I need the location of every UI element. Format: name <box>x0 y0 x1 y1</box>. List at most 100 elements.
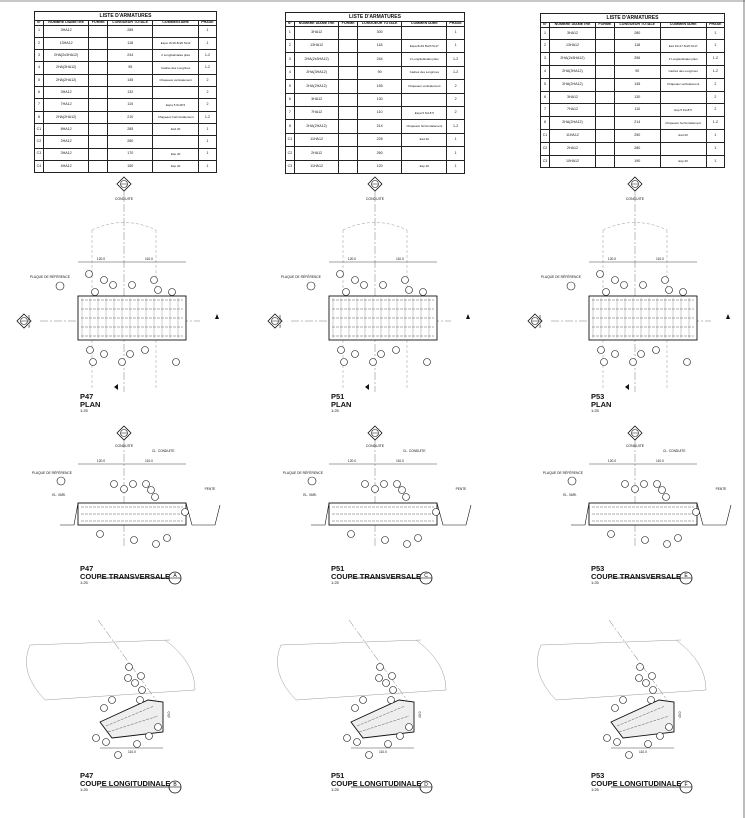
rebar-marker <box>405 723 413 731</box>
pente-label: PENTE <box>716 487 727 491</box>
dim-left: 120.0 <box>608 459 616 463</box>
ground-line <box>60 502 221 526</box>
section-id: P53 <box>591 771 605 780</box>
conduite-label: CONDUITE <box>626 197 645 201</box>
cell-phase: 1-2 <box>446 65 465 81</box>
rebar-marker <box>381 536 389 544</box>
cell-nombre: 8HA12 <box>42 122 90 137</box>
coupe-l-title-p53: P53 COUPE LONGITUDINALE 1:25 <box>591 772 681 792</box>
section-id: P51 <box>331 564 345 573</box>
rebar-marker <box>100 704 108 712</box>
dim-side: 40.0 <box>418 711 422 718</box>
axis-oblique <box>348 619 408 701</box>
cell-longueur: 170 <box>107 147 154 161</box>
pente-label: PENTE <box>205 487 216 491</box>
rebar-marker <box>124 674 132 682</box>
rebar-marker <box>181 508 189 516</box>
rebar <box>105 705 155 727</box>
rebar-marker <box>150 276 158 284</box>
rebar-marker <box>658 486 666 494</box>
rebar-marker <box>380 480 388 488</box>
rebar-marker <box>603 734 611 742</box>
pipe-outline-end <box>415 639 447 691</box>
rebar-marker <box>597 346 605 354</box>
coupe-l-title-p51: P51 COUPE LONGITUDINALE 1:25 <box>331 772 421 792</box>
rebar-marker <box>151 493 159 501</box>
plan-id: P47 <box>80 392 94 401</box>
rebar-marker <box>154 723 162 731</box>
rebar-marker <box>661 276 669 284</box>
section-id: P47 <box>80 564 94 573</box>
dim-right: 110.0 <box>656 257 664 261</box>
cell-phase: 1 <box>197 122 218 137</box>
rebar-marker <box>619 696 627 704</box>
plan-label: PLAN <box>80 399 101 409</box>
rebar-marker <box>635 674 643 682</box>
dim-side: 40.0 <box>167 711 171 718</box>
cell-longueur: 118 <box>107 36 154 51</box>
plan-title-p53: P53 PLAN 1:25 <box>591 393 611 413</box>
plan-title-p47: P47 PLAN 1:25 <box>80 393 100 413</box>
cell-nombre: 2HA(2x3HA12) <box>293 52 340 67</box>
el-vari-label: EL. VARI. <box>563 493 577 497</box>
cell-nombre: 3HA12 <box>42 24 90 38</box>
cell-forme <box>338 79 358 94</box>
axis-oblique <box>97 619 157 701</box>
rebar-marker <box>665 723 673 731</box>
rebar-marker <box>142 480 150 488</box>
conduite-label: CONDUITE <box>626 444 645 448</box>
rebar-marker <box>96 530 104 538</box>
section-arrow <box>625 384 629 390</box>
scale-label: 1:25 <box>80 786 88 792</box>
rebar-marker <box>118 358 126 366</box>
dim-right: 110.0 <box>145 257 153 261</box>
plaque-label: PLAQUE DE RÉFÉRENCE <box>543 470 584 475</box>
pipe-outline <box>277 639 447 701</box>
cell-commentaire: Chapeaux verticalement <box>401 79 448 94</box>
rebar-marker <box>611 350 619 358</box>
pipe-outline <box>537 639 707 701</box>
pipe-outline-top <box>342 222 408 231</box>
section-label: COUPE TRANSVERSALE <box>80 571 171 581</box>
rebar-marker <box>108 696 116 704</box>
rebar-marker <box>92 734 100 742</box>
rebar-marker <box>639 281 647 289</box>
rebar-marker <box>641 536 649 544</box>
rebar-marker <box>423 358 431 366</box>
cell-no: C3 <box>539 154 551 169</box>
cell-phase: 2 <box>446 105 465 121</box>
rebar-marker <box>631 485 639 493</box>
rebar-marker <box>393 480 401 488</box>
rebar-marker <box>145 732 153 740</box>
coupe-t-title-p47: P47 COUPE TRANSVERSALE 1:25 <box>80 565 170 585</box>
cell-nombre: 2HA12 <box>42 135 90 149</box>
cell-phase: 1-2 <box>197 49 218 63</box>
rebar-marker <box>642 679 650 687</box>
rebar-marker <box>340 358 348 366</box>
table-title: LISTE D'ARMATURES <box>540 13 725 22</box>
pipe-outline-top <box>91 222 157 231</box>
rebar-marker <box>384 740 392 748</box>
cell-longueur: 130 <box>356 92 403 107</box>
conduite-label: CONDUITE <box>366 444 385 448</box>
cell-nombre: 2HA(2x3HA12) <box>42 49 90 63</box>
plaque-label: PLAQUE DE RÉFÉRENCE <box>281 274 322 279</box>
rebar-marker <box>129 480 137 488</box>
plan-id: P53 <box>591 392 605 401</box>
cell-commentaire: 2 Longitudinales plies <box>401 52 448 67</box>
rebar-marker <box>644 740 652 748</box>
pipe-outline-end <box>164 639 196 691</box>
plaque-label: PLAQUE DE RÉFÉRENCE <box>283 470 324 475</box>
cell-longueur: 244 <box>107 49 154 63</box>
cell-phase: 2 <box>446 92 465 107</box>
rebar-marker <box>401 276 409 284</box>
